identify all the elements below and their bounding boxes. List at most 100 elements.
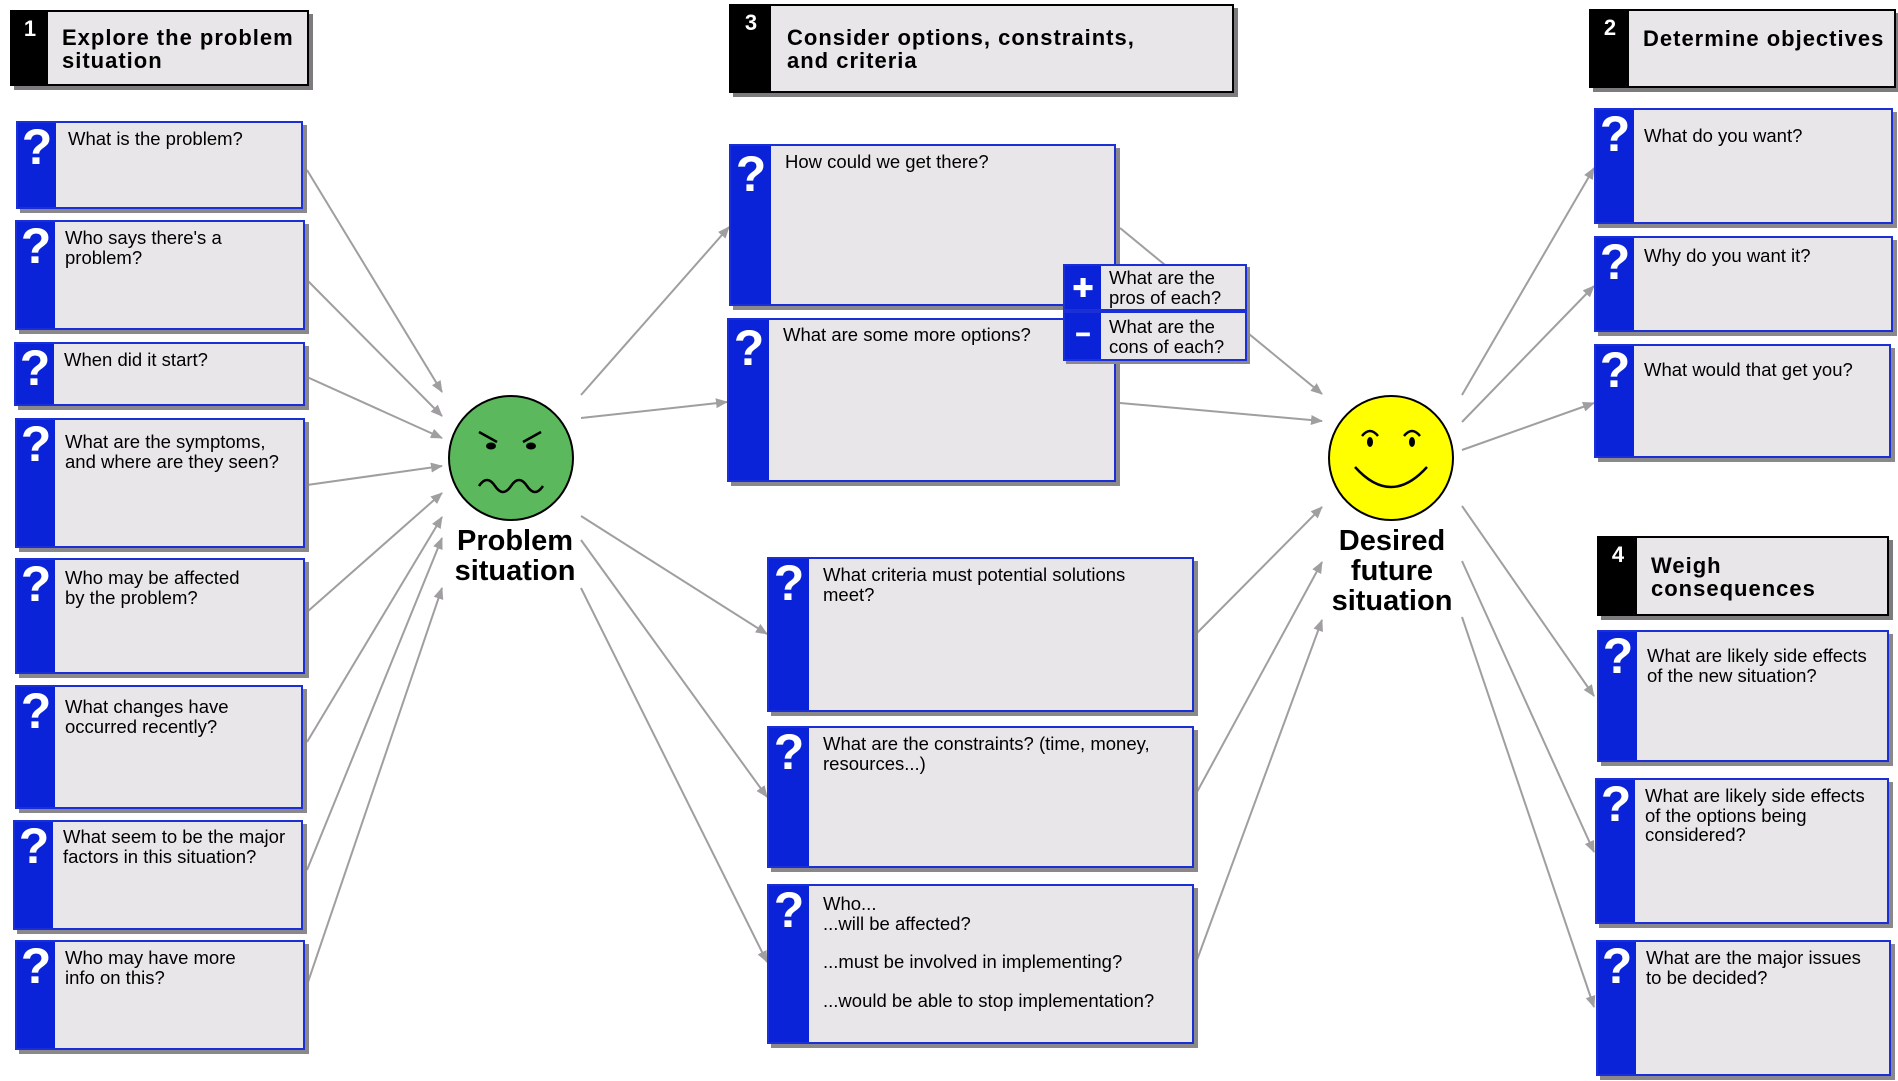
- arrow: [306, 462, 443, 486]
- pros-box: ✚ What are the pros of each?: [1063, 264, 1247, 311]
- question-mark-icon: ?: [1600, 776, 1632, 832]
- section-title: Consider options, constraints, and crite…: [787, 25, 1135, 73]
- question-text: Who may have more info on this?: [65, 947, 236, 988]
- question-box: ? What do you want?: [1594, 106, 1893, 224]
- section-number: 1: [12, 12, 48, 84]
- question-text: When did it start?: [64, 349, 208, 370]
- arrow: [580, 587, 768, 963]
- question-box: ? What are the constraints? (time, money…: [767, 724, 1194, 868]
- section-header-objectives: 2 Determine objectives: [1589, 9, 1896, 88]
- question-box: ? What is the problem?: [16, 119, 303, 209]
- question-mark-icon: ?: [20, 556, 52, 612]
- question-text: How could we get there?: [785, 151, 989, 172]
- question-box: ? What would that get you?: [1594, 342, 1891, 458]
- cons-box: ━ What are the cons of each?: [1063, 311, 1247, 361]
- cons-text: What are the cons of each?: [1109, 316, 1225, 357]
- arrow: [580, 539, 768, 798]
- question-text: What criteria must potential solutions m…: [823, 564, 1126, 605]
- section-title: Determine objectives: [1643, 26, 1885, 51]
- question-mark-icon: ?: [1599, 234, 1631, 290]
- question-box: ? What are the symptoms, and where are t…: [15, 416, 305, 548]
- pros-text: What are the pros of each?: [1109, 267, 1222, 308]
- question-box: ? What seem to be the major factors in t…: [13, 818, 303, 930]
- question-text: What are the major issues to be decided?: [1646, 947, 1861, 988]
- arrow: [1119, 402, 1323, 426]
- question-text: What are the symptoms, and where are the…: [65, 431, 279, 472]
- desired-future-situation-label: Desired future situation: [1331, 525, 1453, 617]
- question-mark-icon: ?: [18, 818, 50, 874]
- question-box: ? What changes have occurred recently?: [15, 683, 303, 809]
- minus-icon: ━: [1065, 313, 1101, 359]
- question-mark-icon: ?: [21, 119, 53, 175]
- arrow: [306, 492, 443, 613]
- question-text: What do you want?: [1644, 125, 1803, 146]
- question-text: What is the problem?: [68, 128, 243, 149]
- question-box: ? What criteria must potential solutions…: [767, 555, 1194, 712]
- question-mark-icon: ?: [735, 146, 767, 202]
- question-mark-icon: ?: [20, 416, 52, 472]
- who-question: Who... ...will be affected? ...must be i…: [823, 894, 1184, 1010]
- question-mark-icon: ?: [20, 683, 52, 739]
- question-text: What are the constraints? (time, money, …: [823, 733, 1150, 774]
- question-text: What changes have occurred recently?: [65, 696, 229, 737]
- question-text: ...will be affected?: [823, 912, 971, 934]
- question-box: ? What are the major issues to be decide…: [1596, 938, 1891, 1076]
- arrow: [306, 376, 443, 439]
- question-box: ? Who may have more info on this?: [15, 938, 305, 1050]
- section-header-consequences: 4 Weigh consequences: [1597, 536, 1889, 616]
- question-text: What are some more options?: [783, 324, 1031, 345]
- question-box: ? What are likely side effects of the ne…: [1597, 628, 1889, 762]
- question-text: ...must be involved in implementing?: [823, 951, 1123, 972]
- question-mark-icon: ?: [1602, 628, 1634, 684]
- question-mark-icon: ?: [773, 724, 805, 780]
- question-text: Why do you want it?: [1644, 245, 1811, 266]
- question-text: Who says there's a problem?: [65, 227, 222, 268]
- question-box: ? How could we get there?: [729, 144, 1116, 306]
- arrow: [1461, 505, 1595, 697]
- section-number: 3: [731, 6, 771, 91]
- arrow: [1461, 560, 1595, 853]
- section-header-explore: 1 Explore the problem situation: [10, 10, 309, 86]
- worried-face-icon: [448, 395, 574, 521]
- question-mark-icon: ?: [773, 555, 805, 611]
- arrow: [1196, 506, 1323, 634]
- question-mark-icon: ?: [1599, 342, 1631, 398]
- arrow: [1196, 561, 1323, 793]
- section-number: 2: [1591, 11, 1629, 86]
- question-box: ? Who... ...will be affected? ...must be…: [767, 882, 1194, 1044]
- plus-icon: ✚: [1065, 266, 1101, 309]
- arrow: [580, 226, 730, 396]
- question-text: Who...: [823, 893, 877, 914]
- question-box: ? When did it start?: [14, 340, 305, 406]
- question-box: ? What are some more options?: [727, 318, 1116, 482]
- section-number: 4: [1599, 538, 1637, 614]
- arrow: [306, 516, 443, 743]
- arrow: [1461, 401, 1595, 451]
- arrow: [1461, 616, 1596, 1008]
- arrow: [1461, 285, 1595, 423]
- arrow: [306, 169, 443, 393]
- question-mark-icon: ?: [733, 320, 765, 376]
- happy-face-icon: [1328, 395, 1454, 521]
- section-title: Explore the problem situation: [62, 25, 294, 73]
- section-header-options: 3 Consider options, constraints, and cri…: [729, 4, 1234, 93]
- question-box: ? Who says there's a problem?: [15, 218, 305, 330]
- question-text: What are likely side effects of the opti…: [1645, 785, 1865, 845]
- question-mark-icon: ?: [20, 218, 52, 274]
- section-title: Weigh consequences: [1651, 553, 1816, 601]
- question-box: ? Who may be affected by the problem?: [15, 556, 305, 674]
- arrow: [1461, 167, 1595, 396]
- problem-situation-label: Problem situation: [454, 525, 576, 587]
- question-text: Who may be affected by the problem?: [65, 567, 240, 608]
- question-mark-icon: ?: [773, 882, 805, 938]
- question-box: ? Why do you want it?: [1594, 234, 1893, 332]
- question-text: What seem to be the major factors in thi…: [63, 826, 286, 867]
- question-mark-icon: ?: [1599, 106, 1631, 162]
- arrow: [580, 515, 768, 635]
- arrow: [306, 279, 443, 417]
- arrow: [1196, 619, 1323, 961]
- arrow: [306, 537, 443, 871]
- arrow: [306, 587, 444, 986]
- question-box: ? What are likely side effects of the op…: [1595, 776, 1889, 924]
- question-mark-icon: ?: [20, 938, 52, 994]
